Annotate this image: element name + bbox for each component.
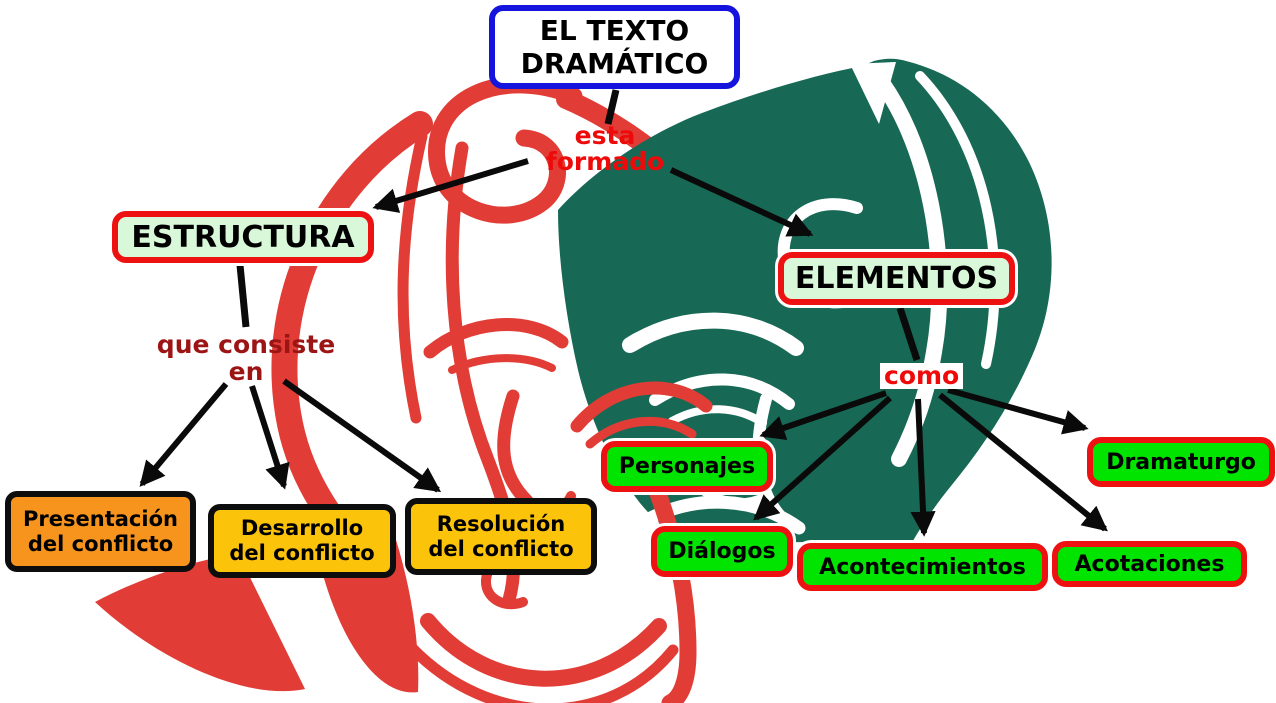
- acontecimientos-label: Acontecimientos: [819, 554, 1026, 580]
- esta-formado-line1: esta: [574, 121, 636, 150]
- que-consiste-line2: en: [228, 357, 264, 386]
- node-presentacion-del-conflicto: Presentación del conflicto: [5, 491, 196, 572]
- connector-label-esta-formado: esta formado: [520, 123, 690, 175]
- resolucion-line2: del conflicto: [428, 536, 574, 561]
- como-text: como: [884, 361, 960, 390]
- resolucion-line1: Resolución: [436, 511, 566, 536]
- node-resolucion-del-conflicto: Resolución del conflicto: [405, 498, 597, 575]
- estructura-label: ESTRUCTURA: [131, 219, 355, 255]
- connector-label-que-consiste-en: que consiste en: [146, 331, 346, 385]
- acotaciones-label: Acotaciones: [1074, 551, 1225, 577]
- presentacion-line1: Presentación: [23, 506, 178, 531]
- connector-label-como: como: [880, 361, 964, 390]
- elementos-label: ELEMENTOS: [794, 261, 999, 296]
- node-acontecimientos: Acontecimientos: [797, 543, 1048, 591]
- connector-lines: [139, 89, 1108, 537]
- node-elementos: ELEMENTOS: [778, 252, 1015, 305]
- dramaturgo-label: Dramaturgo: [1106, 449, 1256, 475]
- node-estructura: ESTRUCTURA: [112, 211, 374, 263]
- desarrollo-line1: Desarrollo: [240, 516, 364, 540]
- root-title-line1: EL TEXTO: [539, 14, 690, 47]
- desarrollo-line2: del conflicto: [229, 541, 375, 565]
- esta-formado-line2: formado: [545, 147, 665, 176]
- node-acotaciones: Acotaciones: [1052, 541, 1247, 587]
- node-dramaturgo: Dramaturgo: [1087, 437, 1275, 487]
- presentacion-line2: del conflicto: [27, 531, 174, 556]
- que-consiste-line1: que consiste: [156, 330, 336, 359]
- node-dialogos: Diálogos: [651, 526, 793, 577]
- root-title-line2: DRAMÁTICO: [520, 47, 709, 80]
- node-desarrollo-del-conflicto: Desarrollo del conflicto: [208, 504, 396, 578]
- node-personajes: Personajes: [601, 441, 773, 492]
- personajes-label: Personajes: [618, 454, 756, 479]
- dialogos-label: Diálogos: [668, 539, 776, 564]
- root-node-el-texto-dramatico: EL TEXTO DRAMÁTICO: [489, 5, 740, 89]
